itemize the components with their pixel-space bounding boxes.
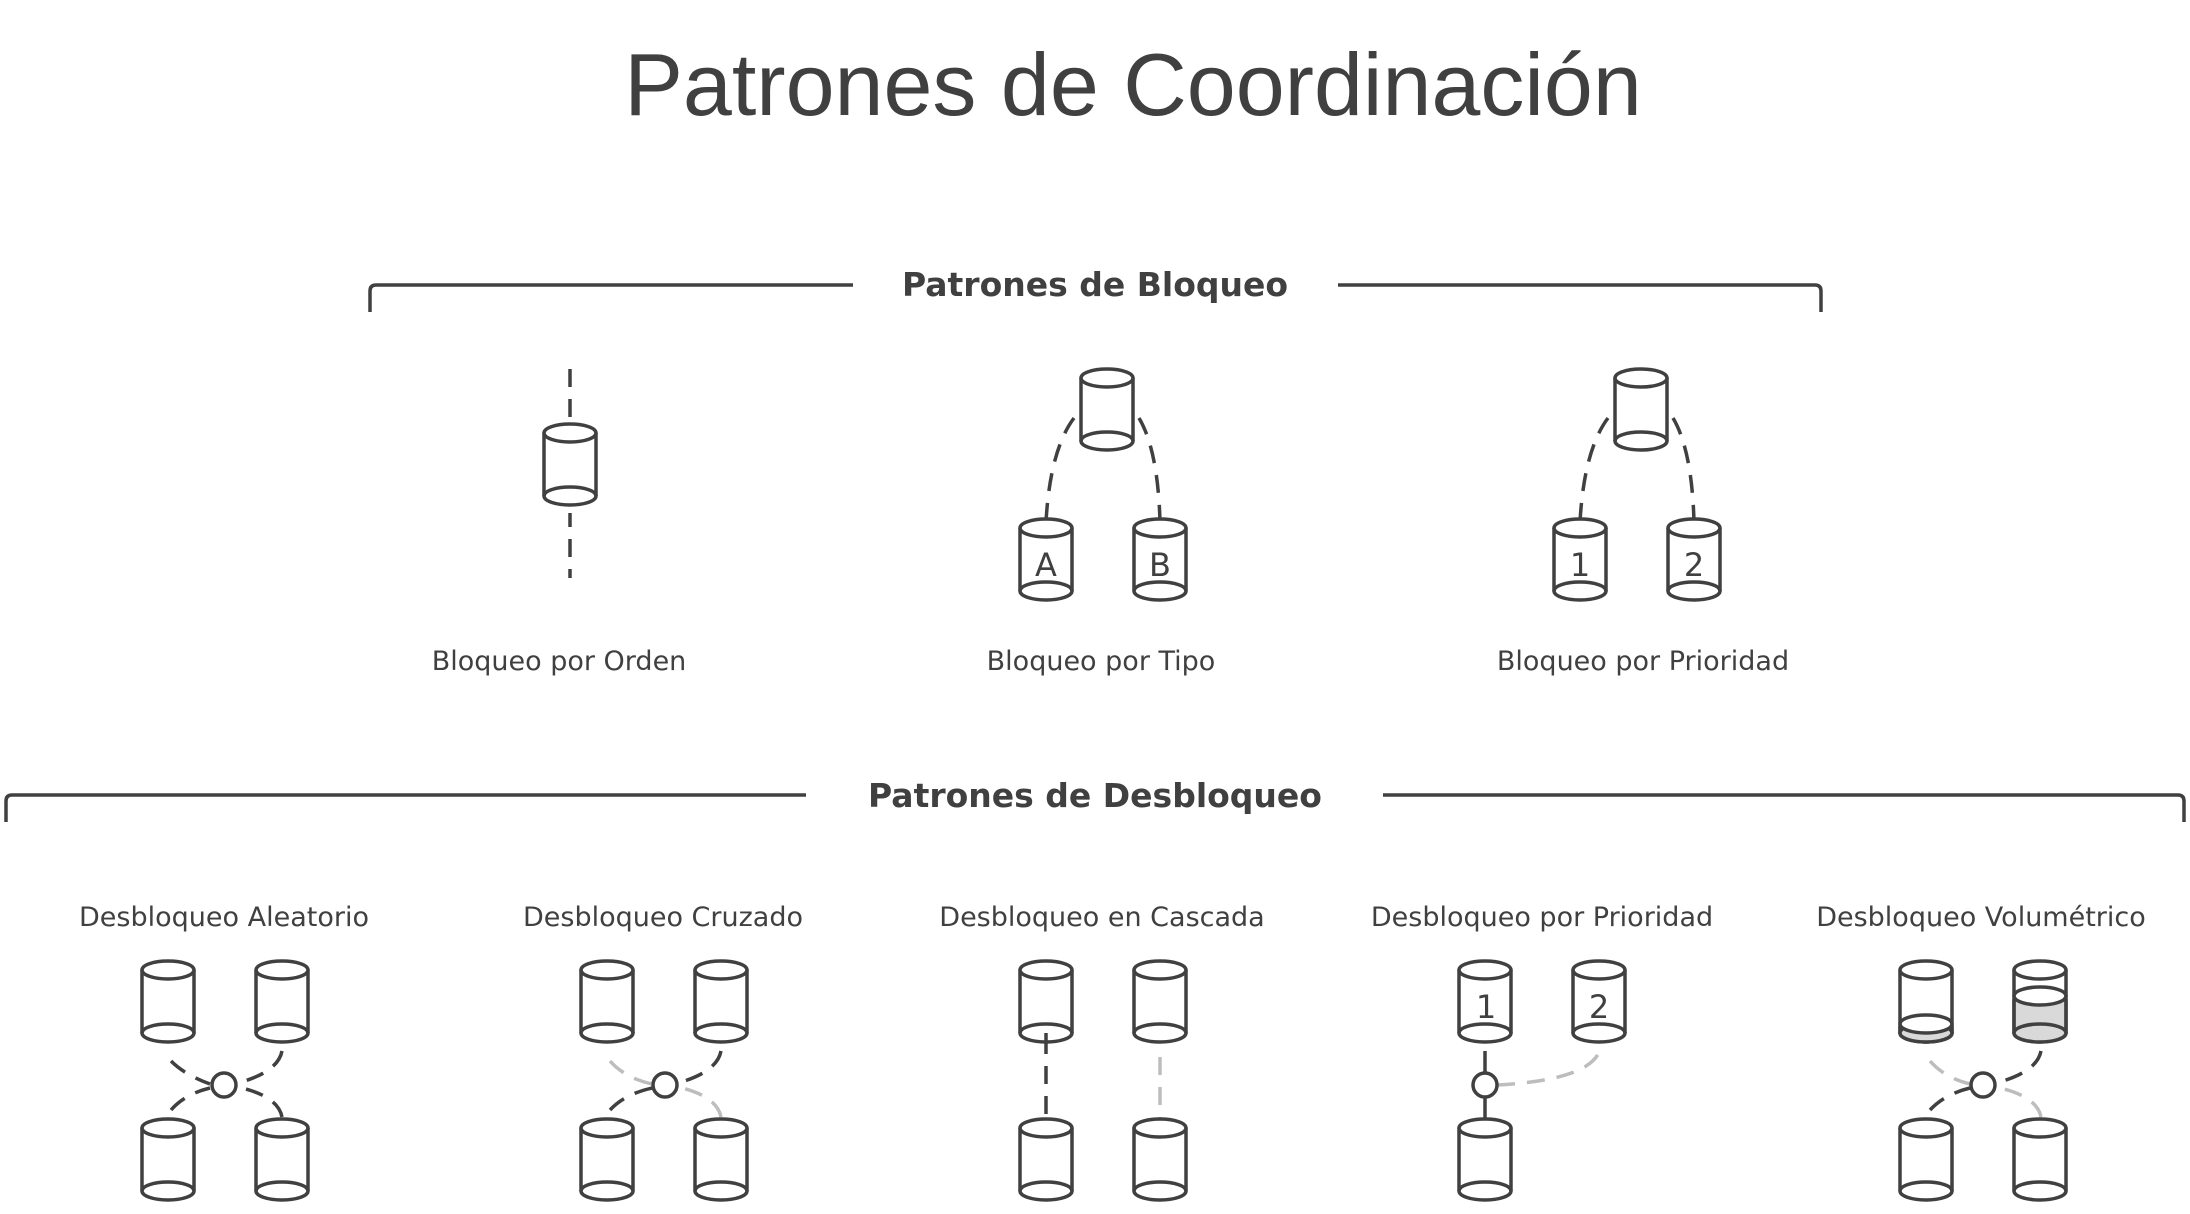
branch-cylinders-icon <box>1018 367 1188 602</box>
pattern-label: Desbloqueo por Prioridad <box>1371 902 1713 933</box>
cylinder-label-1: 1 <box>1476 988 1496 1026</box>
cylinder-label-2: 2 <box>1589 988 1609 1026</box>
pattern-block-by-order: Bloqueo por Orden <box>432 369 687 677</box>
pattern-unblock-volumetric: Desbloqueo Volumétrico <box>1816 902 2146 1202</box>
pattern-label: Bloqueo por Tipo <box>987 646 1216 677</box>
crossed-cylinders-icon <box>140 959 310 1202</box>
priority-node-icon <box>1457 959 1627 1202</box>
cylinder-label-a: A <box>1035 546 1057 584</box>
pattern-label: Bloqueo por Prioridad <box>1497 646 1789 677</box>
pattern-label: Desbloqueo Aleatorio <box>79 902 369 933</box>
blocking-heading: Patrones de Bloqueo <box>902 265 1288 304</box>
pattern-block-by-priority: 1 2 Bloqueo por Prioridad <box>1497 367 1789 677</box>
pattern-block-by-type: A B Bloqueo por Tipo <box>987 367 1216 677</box>
page-title: Patrones de Coordinación <box>624 35 1642 134</box>
blocking-bracket-left <box>368 283 853 312</box>
crossed-cylinders-icon <box>579 959 749 1202</box>
pattern-unblock-random: Desbloqueo Aleatorio <box>79 902 369 1202</box>
pattern-unblock-crossed: Desbloqueo Cruzado <box>523 902 803 1202</box>
cascade-cylinders-icon <box>1018 959 1188 1202</box>
cylinder-icon <box>542 369 598 578</box>
unblocking-bracket-left <box>4 793 806 822</box>
unblocking-heading: Patrones de Desbloqueo <box>868 776 1322 815</box>
unblocking-section: Patrones de Desbloqueo Desbloqueo Aleato… <box>4 776 2186 1202</box>
pattern-label: Bloqueo por Orden <box>432 646 687 677</box>
branch-cylinders-icon <box>1552 367 1722 602</box>
cylinder-label-2: 2 <box>1684 546 1704 584</box>
pattern-label: Desbloqueo Volumétrico <box>1816 902 2146 933</box>
blocking-section: Patrones de Bloqueo Bloqueo por Orden A … <box>368 265 1823 677</box>
unblocking-bracket-right <box>1383 793 2186 822</box>
pattern-unblock-priority: Desbloqueo por Prioridad 1 2 <box>1371 902 1713 1202</box>
pattern-label: Desbloqueo en Cascada <box>939 902 1264 933</box>
pattern-label: Desbloqueo Cruzado <box>523 902 803 933</box>
blocking-bracket-right <box>1338 283 1823 312</box>
volumetric-cylinders-icon <box>1898 959 2068 1202</box>
cylinder-label-b: B <box>1149 546 1171 584</box>
cylinder-label-1: 1 <box>1570 546 1590 584</box>
pattern-unblock-cascade: Desbloqueo en Cascada <box>939 902 1265 1202</box>
